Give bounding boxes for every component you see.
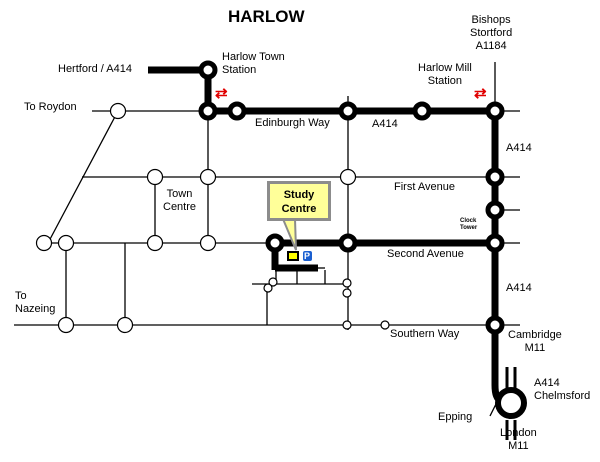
label-a414-chelmsford: A414 Chelmsford: [534, 377, 591, 402]
label-harlow-town-station: Harlow Town Station: [222, 51, 285, 76]
roundabout: [57, 316, 75, 334]
road-to-roundabout: [491, 325, 502, 404]
roundabout: [265, 233, 285, 253]
label-london: London M11: [500, 427, 537, 452]
roundabout-small: [380, 320, 390, 330]
roundabout: [412, 101, 432, 121]
label-bishops-stortford: Bishops Stortford A1184: [470, 14, 513, 52]
roundabout-m11: [495, 387, 527, 419]
roundabout: [146, 168, 164, 186]
rail-icon-harlow-mill: ⇄: [474, 85, 487, 102]
label-epping: Epping: [438, 411, 473, 423]
roundabout: [338, 233, 358, 253]
label-harlow-mill-station: Harlow Mill Station: [418, 62, 472, 87]
label-a414-right-lower: A414: [506, 282, 532, 294]
roundabout-small: [342, 278, 352, 288]
label-a414-right-upper: A414: [506, 142, 532, 154]
parking-label: P: [304, 251, 311, 261]
rail-icon-harlow-town: ⇄: [215, 85, 228, 102]
label-hertford: Hertford / A414: [58, 63, 132, 75]
roundabout-small: [268, 277, 278, 287]
roundabout: [198, 101, 218, 121]
label-second-avenue: Second Avenue: [387, 248, 464, 260]
study-centre-callout[interactable]: Study Centre: [267, 181, 331, 221]
roundabout: [146, 234, 164, 252]
roundabout: [485, 167, 505, 187]
roundabout: [339, 168, 357, 186]
label-edinburgh-way: Edinburgh Way: [255, 117, 330, 129]
roundabout: [109, 102, 127, 120]
minor-roundabouts: [35, 102, 390, 334]
map-title: HARLOW: [228, 7, 305, 26]
roundabout: [199, 168, 217, 186]
label-cambridge: Cambridge M11: [508, 329, 562, 354]
roundabout-small: [263, 283, 273, 293]
roundabout: [35, 234, 53, 252]
roundabout-small: [342, 288, 352, 298]
parking-icon: [303, 251, 312, 261]
label-to-roydon: To Roydon: [24, 101, 77, 113]
roundabout-clock-tower: [485, 233, 505, 253]
label-first-avenue: First Avenue: [394, 181, 455, 193]
roundabout: [485, 101, 505, 121]
label-to-nazeing: To Nazeing: [15, 290, 56, 315]
label-town-centre: Town Centre: [163, 188, 197, 213]
label-clock-tower: Clock Tower: [460, 218, 478, 231]
label-a414-top: A414: [372, 118, 398, 130]
roundabout: [199, 234, 217, 252]
roundabout: [338, 101, 358, 121]
roundabout: [485, 315, 505, 335]
label-southern-way: Southern Way: [390, 328, 460, 340]
major-roundabouts: [198, 60, 505, 335]
roundabout: [116, 316, 134, 334]
roundabout: [198, 60, 218, 80]
roundabout: [227, 101, 247, 121]
roundabout-small: [342, 320, 352, 330]
study-centre-marker: [287, 251, 299, 261]
roundabout: [485, 200, 505, 220]
roundabout: [57, 234, 75, 252]
